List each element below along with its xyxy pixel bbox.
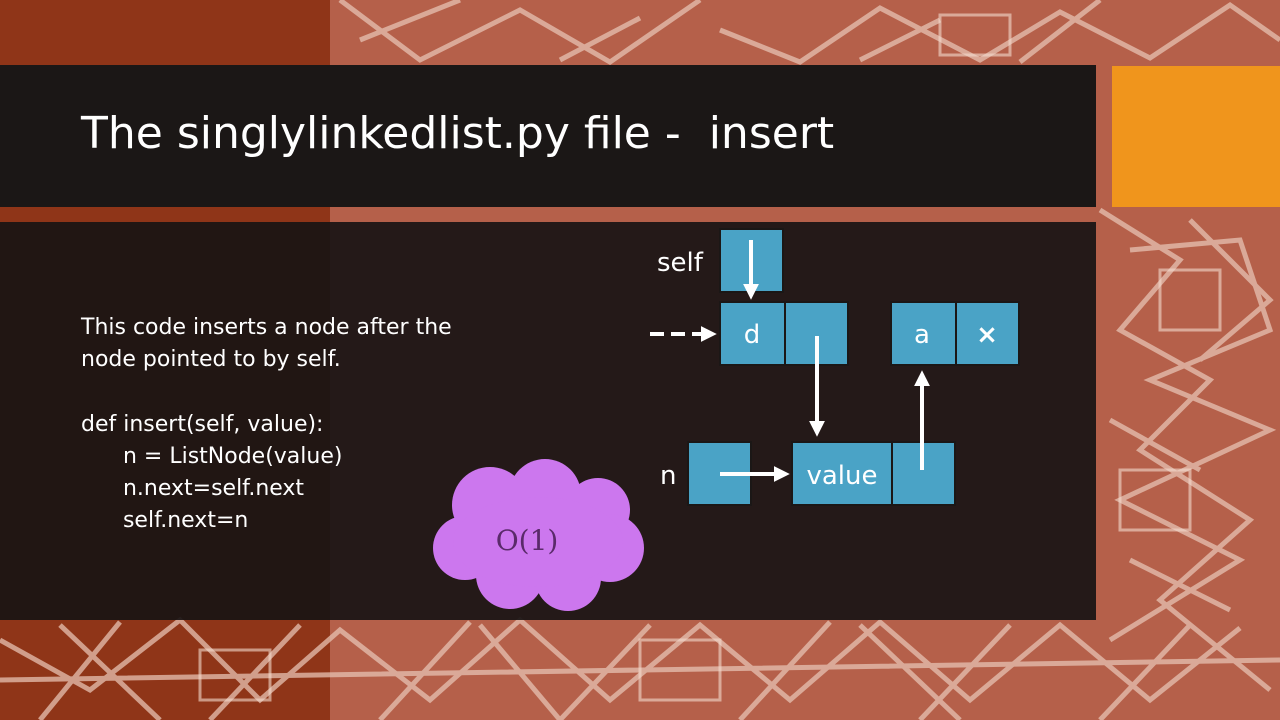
title-bar — [0, 65, 1096, 207]
complexity-label: O(1) — [496, 524, 559, 557]
node-a-next-cell — [955, 301, 1020, 366]
slide-title: The singlylinkedlist.py file - insert — [81, 108, 835, 159]
node-d-value-cell — [719, 301, 786, 366]
code-line: def insert(self, value): — [81, 412, 324, 437]
new-node-label: value — [806, 461, 877, 491]
description-line: node pointed to by self. — [81, 347, 341, 372]
self-label: self — [657, 248, 704, 278]
node-a-label: a — [914, 320, 930, 350]
n-label: n — [660, 461, 676, 491]
code-line: self.next=n — [81, 508, 249, 533]
accent-box — [1112, 66, 1280, 207]
new-node-value-cell — [791, 441, 893, 506]
description-line: This code inserts a node after the — [81, 315, 452, 340]
code-line: n.next=self.next — [81, 476, 305, 501]
node-a-value-cell — [890, 301, 957, 366]
code-line: n = ListNode(value) — [81, 444, 343, 469]
null-marker-icon: × — [976, 320, 998, 350]
complexity-cloud — [433, 459, 644, 611]
node-d-label: d — [744, 320, 761, 350]
